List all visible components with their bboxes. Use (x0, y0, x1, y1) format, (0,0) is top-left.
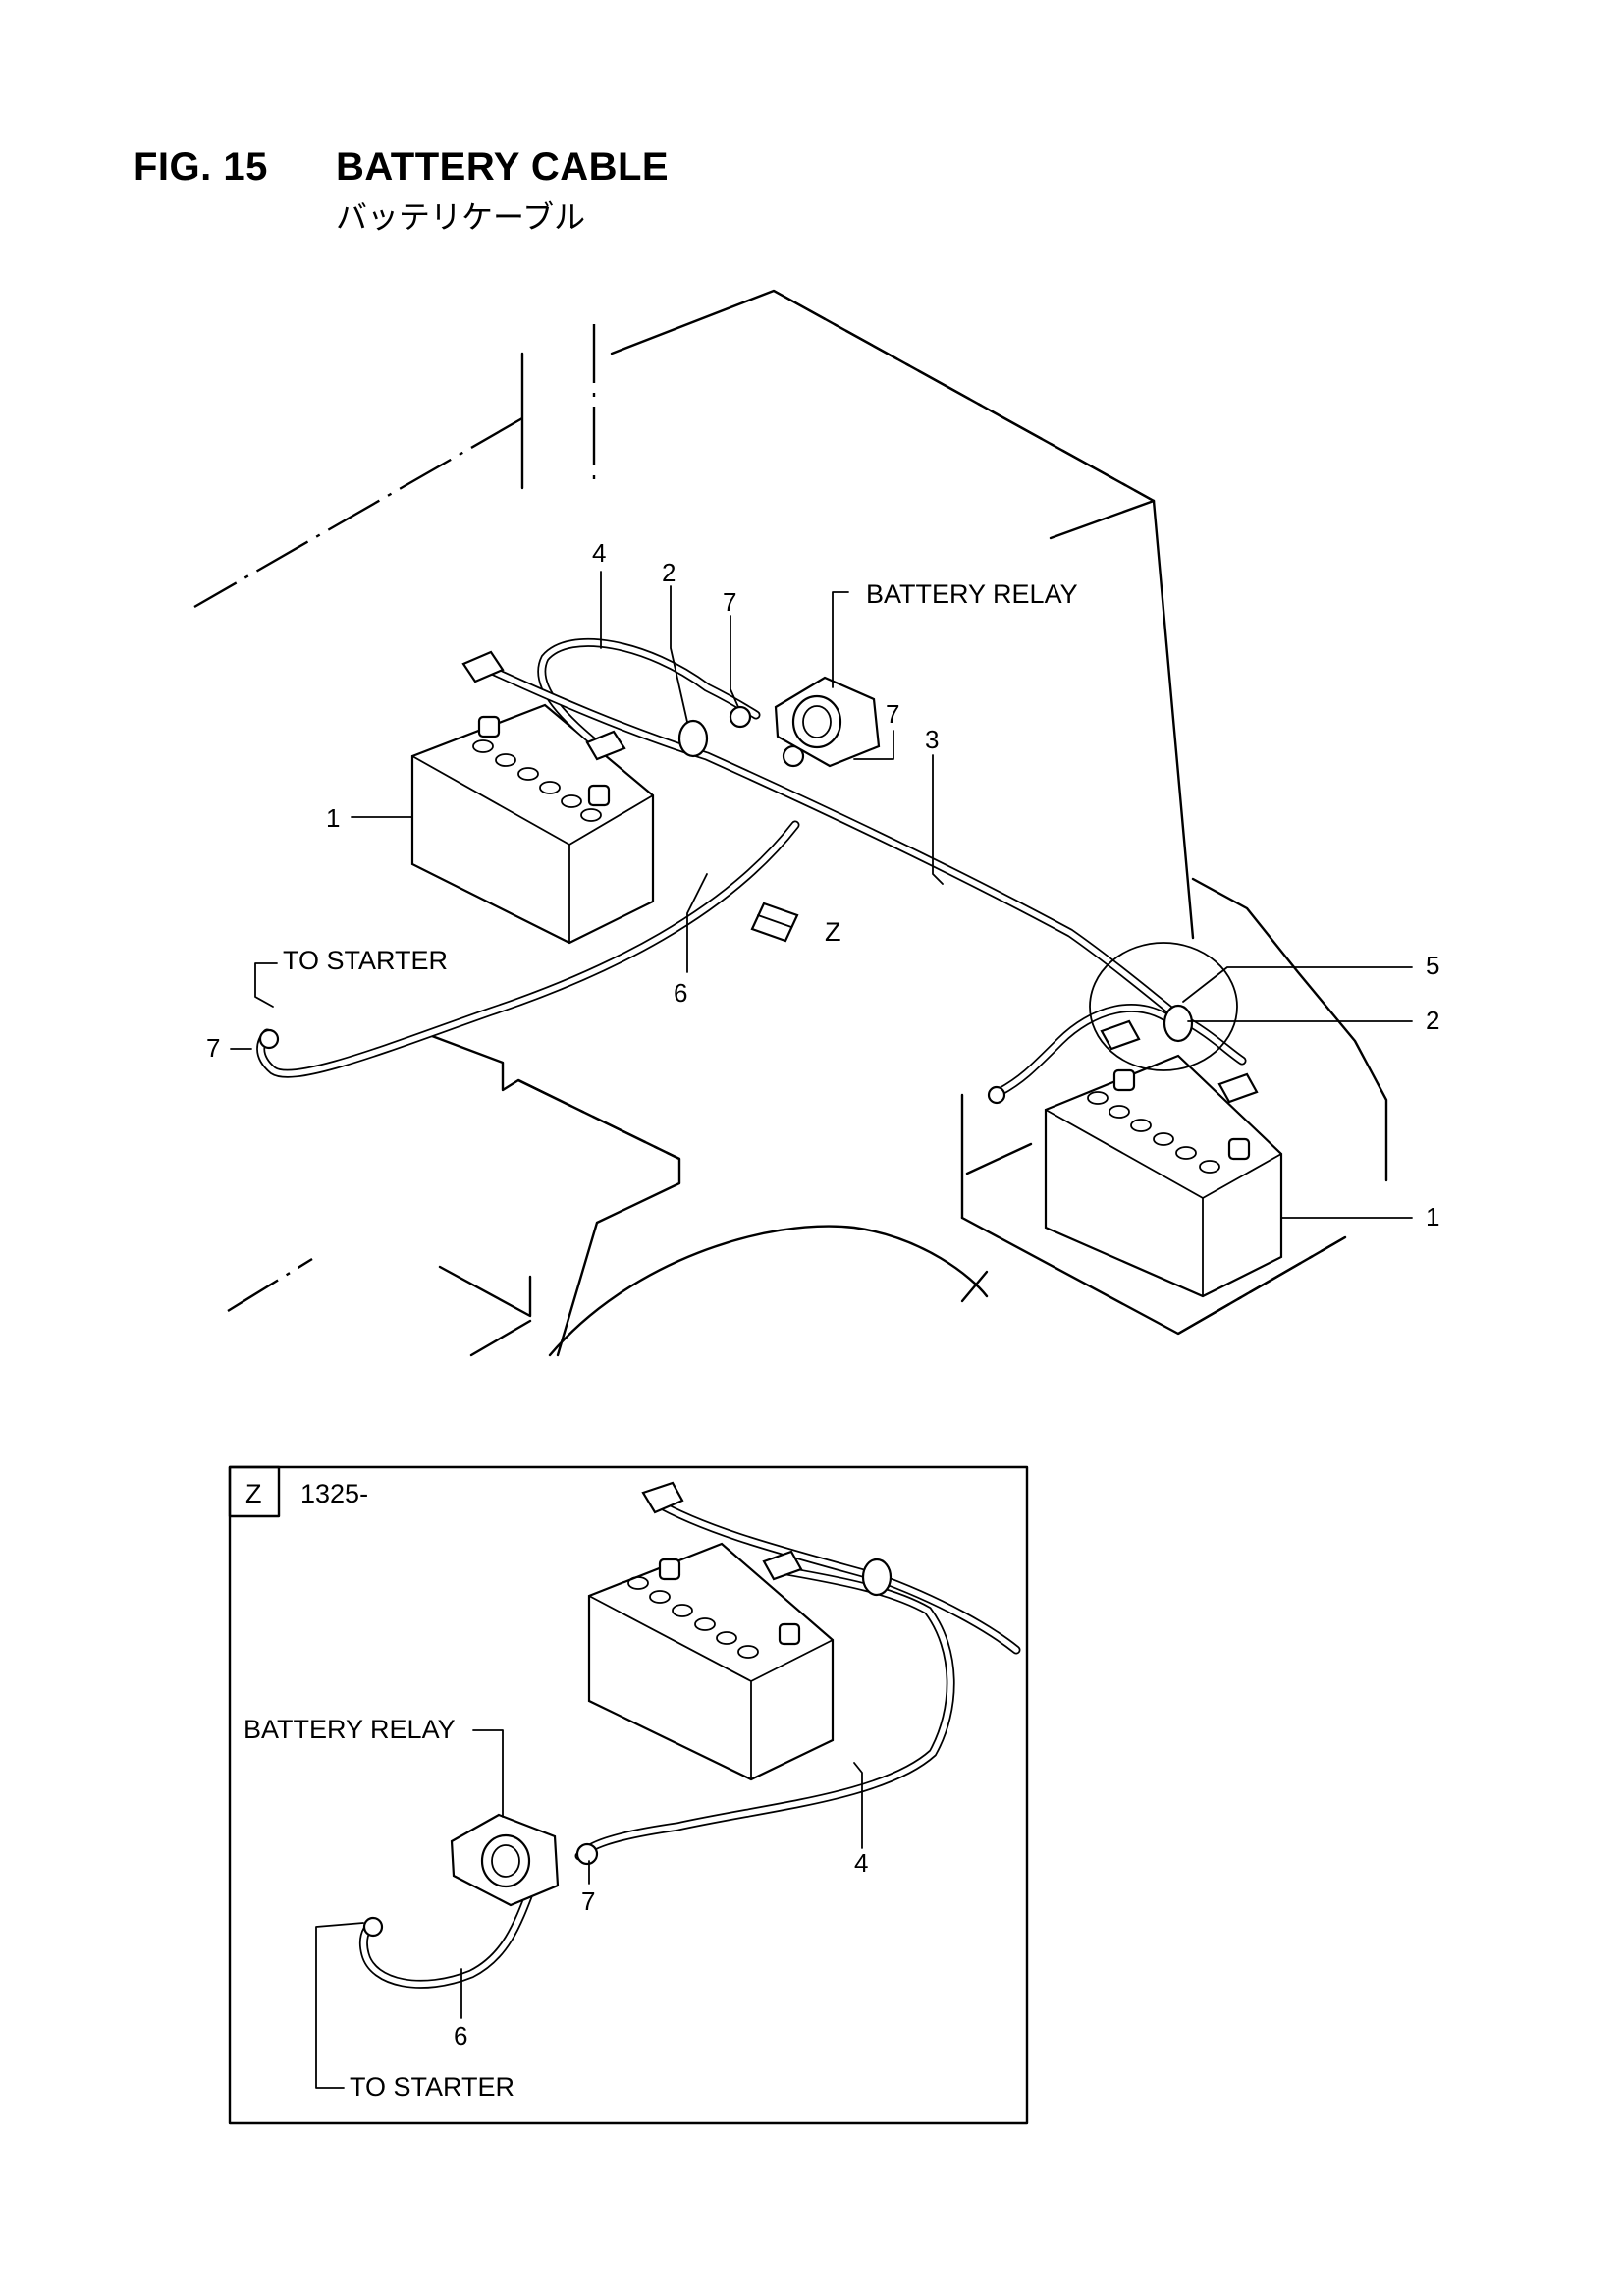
callout-7: 7 (581, 1886, 595, 1916)
cables-main (256, 637, 1259, 1105)
callout-7: 7 (886, 699, 899, 729)
callout-3: 3 (925, 725, 939, 754)
battery-relay-main (774, 676, 881, 768)
battery-detail (587, 1542, 835, 1781)
callout-2: 2 (1426, 1006, 1439, 1035)
callout-4: 4 (592, 538, 606, 568)
battery-relay-detail (450, 1813, 560, 1907)
callout-5: 5 (1426, 951, 1439, 980)
battery-relay-label-detail: BATTERY RELAY (243, 1715, 456, 1744)
callout-7: 7 (723, 587, 736, 617)
leader-lines-detail (315, 1729, 863, 2089)
callout-4: 4 (854, 1848, 868, 1878)
callout-7: 7 (206, 1033, 220, 1063)
cables-detail (358, 1481, 1021, 1989)
machine-frame-outline (193, 289, 1388, 1357)
callout-6: 6 (454, 2021, 467, 2050)
to-starter-label-detail: TO STARTER (350, 2072, 514, 2102)
figure-subtitle: バッテリケーブル (336, 198, 586, 236)
to-starter-label: TO STARTER (283, 946, 448, 975)
figure-number: FIG. 15 (134, 145, 268, 189)
callout-2: 2 (662, 558, 676, 587)
leader-lines-main (230, 571, 1413, 1219)
detail-z-letter: Z (245, 1479, 262, 1508)
battery-right (1044, 1054, 1283, 1298)
callout-1: 1 (1426, 1202, 1439, 1231)
view-z-arrow (750, 902, 799, 943)
callout-1: 1 (326, 803, 340, 833)
detail-z-frame (228, 1465, 1029, 2125)
view-z-label: Z (825, 917, 841, 947)
detail-z-serial: 1325- (300, 1479, 368, 1508)
callout-6: 6 (674, 978, 687, 1008)
battery-left (410, 703, 655, 945)
battery-relay-label: BATTERY RELAY (866, 579, 1078, 609)
figure-title: BATTERY CABLE (336, 145, 670, 189)
